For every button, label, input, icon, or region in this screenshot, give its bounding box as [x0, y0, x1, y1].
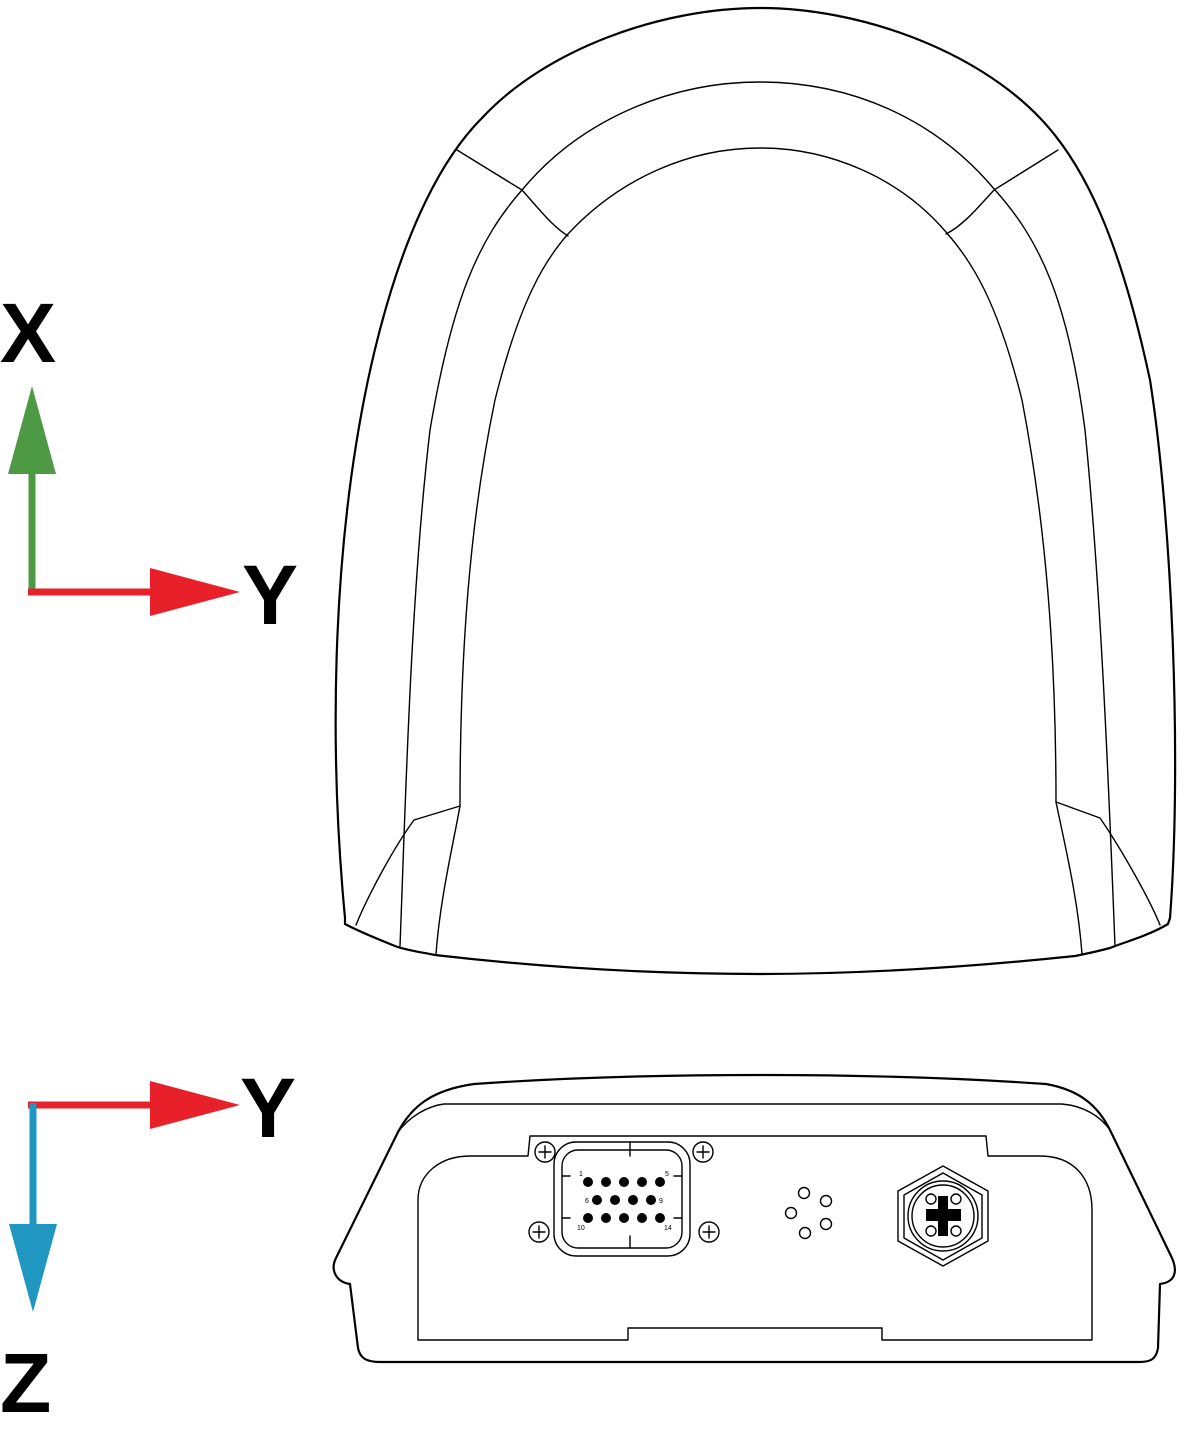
pin-12: [619, 1213, 629, 1223]
pin-label-6: 6: [585, 1198, 589, 1205]
vent-hole: [819, 1217, 833, 1231]
pin-13: [637, 1213, 647, 1223]
pin-7: [610, 1195, 620, 1205]
x-axis-label: X: [0, 286, 56, 380]
m12-pin: [950, 1193, 962, 1205]
m12-outer-ring: [907, 1180, 979, 1252]
m12-inner-ring: [911, 1184, 975, 1248]
pin-2: [601, 1177, 611, 1187]
dome-inner-opening: [435, 147, 1083, 955]
pin-label-9: 9: [659, 1198, 663, 1205]
pin-3: [619, 1177, 629, 1187]
pin-11: [601, 1213, 611, 1223]
connector-panel: [417, 1135, 1093, 1341]
dome-seam-top-right: [945, 149, 1059, 235]
pin-label-1: 1: [579, 1171, 583, 1178]
pin-label-10: 10: [577, 1225, 585, 1232]
pin-9: [646, 1195, 656, 1205]
z-axis-label: Z: [0, 1336, 51, 1430]
connector-housing-inner: [561, 1149, 683, 1249]
y-axis-label-front: Y: [240, 1061, 296, 1155]
x-axis-arrowhead: [8, 386, 56, 474]
y-axis-label-top: Y: [242, 548, 298, 642]
top-view-axes: X Y: [0, 286, 298, 642]
14-pin-connector: 1 5 6 9 10 14: [553, 1141, 691, 1257]
pin-4: [637, 1177, 647, 1187]
dome-seam-bottom-left: [355, 805, 461, 926]
front-body-outline: [332, 1073, 1176, 1364]
mounting-screw-top-left: [534, 1141, 556, 1163]
pin-6: [592, 1195, 602, 1205]
dome-seam-bottom-right: [1055, 801, 1161, 926]
front-view-axes: Y Z: [0, 1061, 296, 1430]
m12-key-cross: [926, 1196, 961, 1236]
m12-connector: [897, 1165, 989, 1267]
device-top-view: [334, 6, 1177, 976]
m12-pin: [925, 1225, 937, 1237]
y-axis-arrowhead-front: [150, 1081, 240, 1129]
pin-5: [655, 1177, 665, 1187]
device-front-view: 1 5 6 9 10 14: [332, 1073, 1176, 1364]
pin-8: [628, 1195, 638, 1205]
mounting-screw-top-right: [692, 1141, 714, 1163]
connector-pins: [583, 1177, 665, 1223]
mounting-screw-bottom-left: [528, 1221, 550, 1243]
pin-10: [583, 1213, 593, 1223]
front-upper-lip: [397, 1103, 1111, 1133]
hex-nut-outer: [897, 1165, 989, 1267]
y-axis-arrowhead-top: [150, 568, 240, 616]
m12-pin: [925, 1193, 937, 1205]
dome-seam-top-left: [456, 149, 569, 237]
m12-pin: [950, 1225, 962, 1237]
mounting-screw-bottom-right: [698, 1221, 720, 1243]
vent-hole: [819, 1194, 833, 1208]
vent-hole: [798, 1226, 812, 1240]
connector-housing-outer: [553, 1141, 691, 1257]
pin-label-14: 14: [664, 1225, 672, 1232]
dome-outer-outline: [334, 6, 1177, 976]
pin-label-5: 5: [665, 1171, 669, 1178]
pin-1: [583, 1177, 593, 1187]
vent-hole: [784, 1206, 798, 1220]
vent-hole: [797, 1186, 811, 1200]
pin-14: [655, 1213, 665, 1223]
dome-middle-rim: [399, 81, 1116, 947]
vent-holes: [784, 1186, 833, 1240]
hex-nut-inner: [903, 1172, 983, 1261]
z-axis-arrowhead: [9, 1224, 57, 1312]
